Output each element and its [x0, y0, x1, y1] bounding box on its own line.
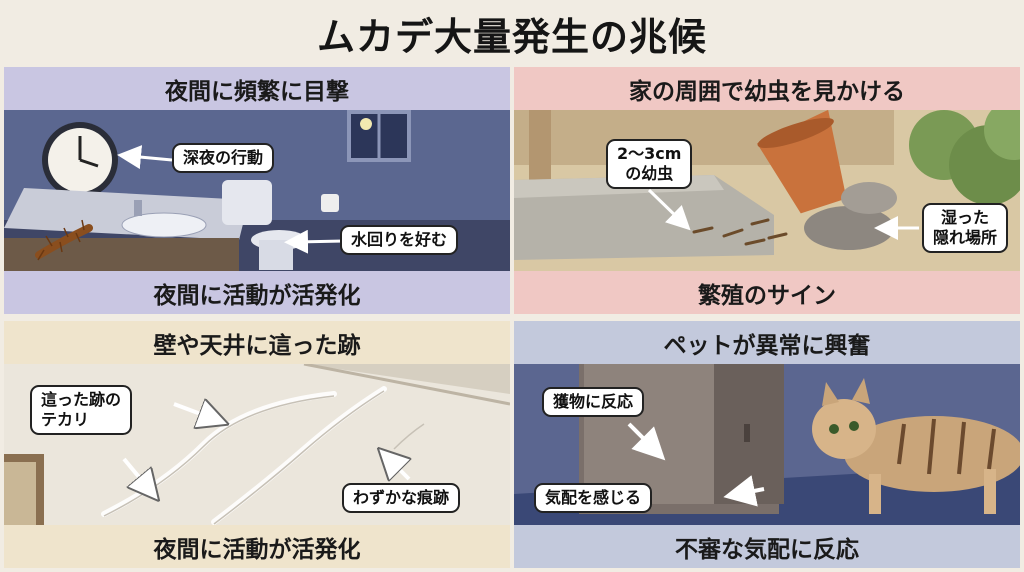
label-damp-hiding: 湿った 隠れ場所: [922, 203, 1009, 253]
panel-crawl-marks: 壁や天井に這った跡: [4, 321, 510, 568]
label-sense-presence: 気配を感じる: [534, 483, 653, 513]
label-water-area: 水回りを好む: [340, 225, 459, 255]
panel-footer: 夜間に活動が活発化: [4, 525, 510, 568]
label-larvae-size: 2〜3cm の幼虫: [606, 139, 693, 189]
centipede-icon: [35, 219, 93, 261]
panel-night-sightings: 夜間に頻繁に目撃: [4, 67, 510, 314]
label-shiny-trail: 這った跡の テカリ: [30, 385, 133, 435]
panel-header: 壁や天井に這った跡: [4, 321, 510, 364]
larvae-icon: [692, 218, 788, 246]
panel-header: ペットが異常に興奮: [514, 321, 1020, 364]
panel-footer: 夜間に活動が活発化: [4, 271, 510, 314]
panel-larvae: 家の周囲で幼虫を見かける: [514, 67, 1020, 314]
label-prey-reaction: 獲物に反応: [542, 387, 645, 417]
clock-icon: [42, 122, 118, 198]
yard-scene: [514, 110, 1020, 271]
label-slight-marks: わずかな痕跡: [342, 483, 461, 513]
label-late-night: 深夜の行動: [172, 143, 275, 173]
page-title: ムカデ大量発生の兆候: [316, 14, 707, 59]
cat-icon: [812, 378, 1020, 514]
panel-header: 夜間に頻繁に目撃: [4, 67, 510, 110]
panel-pet-excited: ペットが異常に興奮: [514, 321, 1020, 568]
flowerpot-icon: [757, 110, 847, 214]
panel-footer: 繁殖のサイン: [514, 271, 1020, 314]
panel-footer: 不審な気配に反応: [514, 525, 1020, 568]
panel-header: 家の周囲で幼虫を見かける: [514, 67, 1020, 110]
bush-icon: [909, 110, 1020, 205]
